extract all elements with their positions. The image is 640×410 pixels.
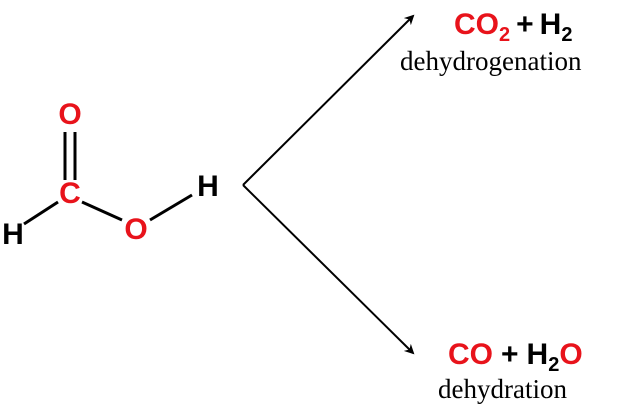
atom-c: C	[59, 177, 81, 210]
bottom-product-formula: CO+H2O	[448, 338, 583, 376]
h2-subscript: 2	[561, 24, 572, 46]
co-formula: CO	[448, 338, 493, 371]
atom-h-right: H	[197, 170, 219, 203]
top-plus: +	[516, 8, 534, 41]
top-product: CO2+H2 dehydrogenation	[400, 8, 582, 76]
reaction-arrows	[242, 14, 415, 355]
top-product-formula: CO2+H2	[454, 8, 572, 46]
bottom-plus: +	[501, 338, 519, 371]
atom-h-left: H	[2, 218, 24, 251]
co2-formula: CO	[454, 8, 499, 41]
bonds	[23, 132, 193, 226]
atom-o-right: O	[124, 213, 147, 246]
atoms: O C O H H	[2, 98, 219, 251]
dehydrogenation-label: dehydrogenation	[400, 46, 582, 76]
atom-o-top: O	[58, 98, 81, 131]
bottom-product: CO+H2O dehydration	[438, 338, 583, 404]
dehydration-label: dehydration	[438, 374, 567, 404]
arrow-down-to-dehydration	[242, 184, 415, 355]
h2o-h: H	[527, 338, 549, 371]
arrow-up-to-dehydrogenation	[242, 14, 415, 186]
bond-c-o	[81, 200, 123, 222]
h2o-subscript: 2	[548, 354, 559, 376]
bond-c-h-left	[23, 200, 59, 226]
h2o-o: O	[559, 338, 582, 371]
h2-formula: H	[540, 8, 562, 41]
co2-subscript: 2	[499, 24, 510, 46]
bond-o-h	[149, 193, 193, 222]
